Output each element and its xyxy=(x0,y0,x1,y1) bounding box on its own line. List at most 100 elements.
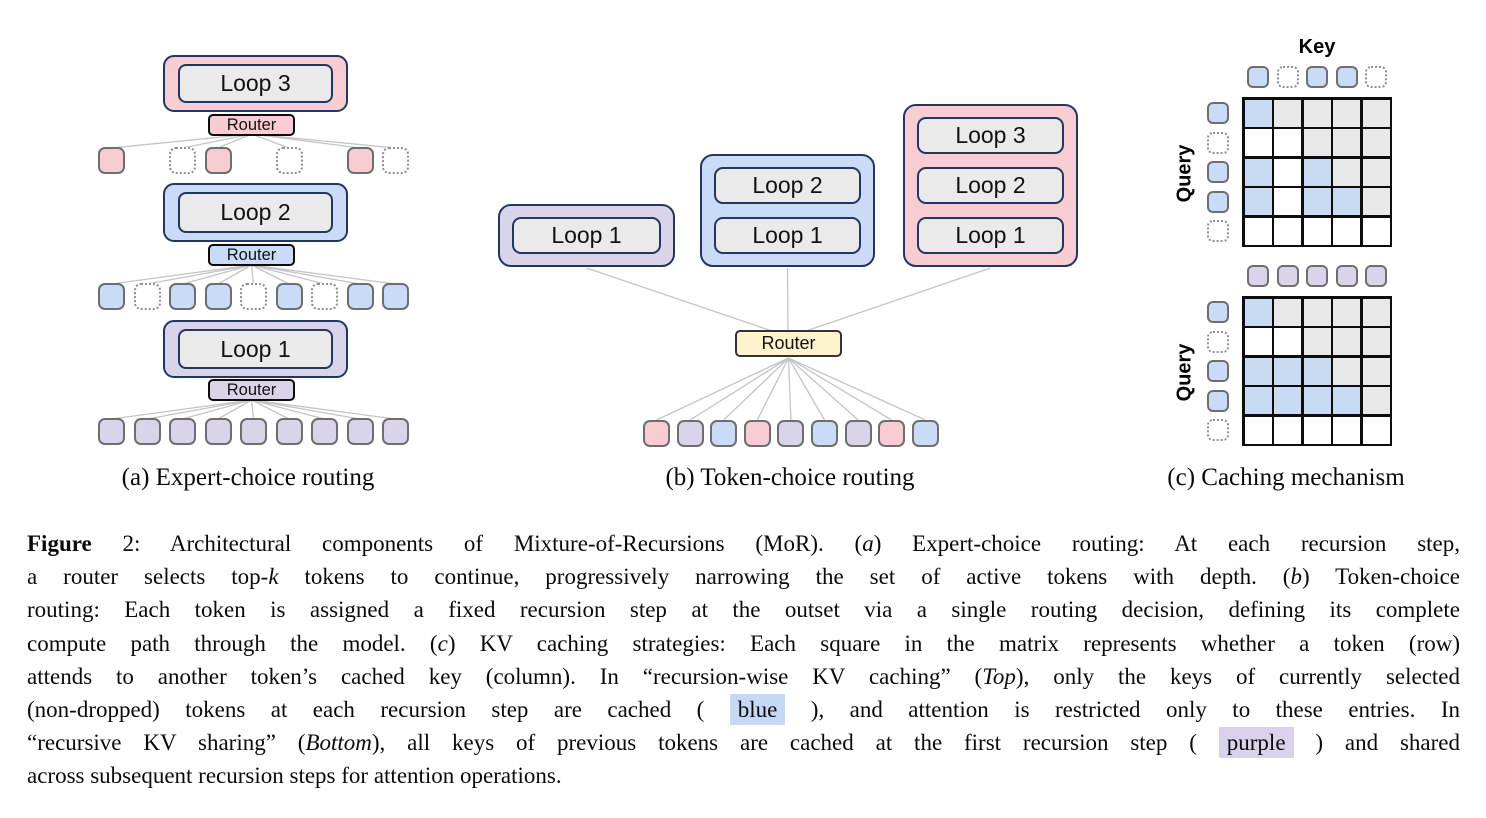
matrix-cell-gray xyxy=(1362,99,1390,127)
key-token xyxy=(1335,66,1358,88)
token-a-row1-dropped xyxy=(169,147,196,174)
matrix-cell-white xyxy=(1362,217,1390,245)
attention-matrix xyxy=(1242,97,1392,247)
token-a-row1-dropped xyxy=(382,147,409,174)
matrix-cell-blue xyxy=(1303,188,1331,215)
matrix-cell-gray xyxy=(1362,129,1390,156)
caption-line: routing: Each token is assigned a fixed … xyxy=(27,593,1460,626)
token-a-row1 xyxy=(346,147,374,174)
matrix-cell-gray xyxy=(1333,357,1360,385)
matrix-cell-blue xyxy=(1244,387,1272,414)
matrix-cell-gray xyxy=(1303,129,1331,156)
matrix-cell-blue xyxy=(1244,99,1272,127)
router-box-loop2: Router xyxy=(208,244,295,266)
matrix-cell-gray xyxy=(1362,158,1390,186)
query-axis-label-bottom: Query xyxy=(1173,343,1196,402)
token-a-row2-dropped xyxy=(133,283,161,310)
loop1-box: Loop 1 xyxy=(178,329,333,369)
caption-text: ) and shared xyxy=(1293,730,1460,756)
caption-text: c xyxy=(437,630,448,656)
loop2-box: Loop 2 xyxy=(178,192,333,233)
matrix-cell-white xyxy=(1274,416,1301,444)
caption-text: across subsequent recursion steps for at… xyxy=(27,763,562,789)
caption-text: ), and attention is restricted only to t… xyxy=(785,697,1460,723)
matrix-cell-white xyxy=(1303,416,1331,444)
matrix-cell-white xyxy=(1244,129,1272,156)
loop1-box: Loop 1 xyxy=(512,217,661,254)
loop1-box: Loop 1 xyxy=(714,217,861,254)
matrix-cell-white xyxy=(1303,217,1331,245)
loop2-box: Loop 2 xyxy=(714,167,861,204)
token-a-row3 xyxy=(311,418,338,445)
matrix-cell-gray xyxy=(1303,328,1331,355)
key-token xyxy=(1306,265,1328,287)
purple-highlight: purple xyxy=(1218,727,1294,759)
loop1-box: Loop 1 xyxy=(917,217,1064,254)
key-token xyxy=(1247,66,1269,88)
token-b xyxy=(911,420,939,447)
caption-text: a router selects top- xyxy=(27,564,269,590)
token-a-row2 xyxy=(204,283,232,310)
token-a-row2 xyxy=(275,283,303,310)
caption-line: a router selects top-k tokens to continu… xyxy=(27,560,1460,593)
token-a-row3 xyxy=(204,418,232,445)
matrix-cell-gray xyxy=(1333,158,1360,186)
matrix-cell-white xyxy=(1244,416,1272,444)
panel-a-caption: (a) Expert-choice routing xyxy=(121,464,375,491)
matrix-cell-gray xyxy=(1303,298,1331,326)
key-token xyxy=(1306,66,1328,88)
token-a-row3 xyxy=(169,418,196,445)
token-a-row3 xyxy=(382,418,409,445)
key-token xyxy=(1335,265,1358,287)
caption-text: Figure xyxy=(27,531,92,556)
caption-text: Top xyxy=(982,663,1016,689)
token-a-row3 xyxy=(275,418,303,445)
matrix-cell-gray xyxy=(1333,129,1360,156)
matrix-cell-white xyxy=(1274,328,1301,355)
caption-text: tokens to continue, progressively narrow… xyxy=(278,564,1291,590)
router-box-token-choice: Router xyxy=(735,330,842,357)
matrix-cell-gray xyxy=(1362,188,1390,215)
matrix-cell-blue xyxy=(1274,357,1301,385)
token-a-row2 xyxy=(169,283,196,310)
loop2-box: Loop 2 xyxy=(917,167,1064,204)
connector-lines xyxy=(111,133,991,421)
caption-line: “recursive KV sharing” (Bottom), all key… xyxy=(27,726,1460,759)
loop-block-1: Loop 1 xyxy=(163,320,348,378)
caption-text: routing: Each token is assigned a fixed … xyxy=(27,597,1460,623)
loop-block-2: Loop 2 xyxy=(163,183,348,242)
token-b xyxy=(710,420,738,447)
token-a-row1 xyxy=(98,147,125,174)
caption-line: attends to another token’s cached key (c… xyxy=(27,660,1460,693)
caption-text: ) KV caching strategies: Each square in … xyxy=(447,630,1461,656)
matrix-cell-gray xyxy=(1362,357,1390,385)
matrix-cell-blue xyxy=(1303,357,1331,385)
caption-text: (non-dropped) tokens at each recursion s… xyxy=(27,697,730,723)
matrix-cell-blue xyxy=(1303,387,1331,414)
panel-c-caption: (c) Caching mechanism xyxy=(1167,464,1405,491)
key-token-dropped xyxy=(1365,66,1387,88)
token-a-row3 xyxy=(133,418,161,445)
token-a-row1 xyxy=(204,147,232,174)
matrix-cell-gray xyxy=(1303,99,1331,127)
caption-text: attends to another token’s cached key (c… xyxy=(27,663,983,689)
query-axis-label-top: Query xyxy=(1173,144,1196,203)
key-token-dropped xyxy=(1276,66,1299,88)
matrix-cell-gray xyxy=(1362,328,1390,355)
matrix-cell-white xyxy=(1274,158,1301,186)
recursion-stack-3: Loop 3 Loop 2 Loop 1 xyxy=(903,104,1078,267)
caption-text: a xyxy=(862,531,874,556)
caption-text: ), all keys of previous tokens are cache… xyxy=(371,730,1219,756)
matrix-cell-gray xyxy=(1333,328,1360,355)
token-b xyxy=(743,420,771,447)
loop3-box: Loop 3 xyxy=(178,64,333,103)
query-token-dropped xyxy=(1207,419,1229,441)
token-a-row3 xyxy=(346,418,374,445)
caption-line: (non-dropped) tokens at each recursion s… xyxy=(27,693,1460,726)
router-box-loop3: Router xyxy=(208,114,295,136)
token-b xyxy=(844,420,872,447)
query-token xyxy=(1207,190,1229,213)
caption-line: across subsequent recursion steps for at… xyxy=(27,759,1460,792)
caption-text: ) Token-choice xyxy=(1301,564,1461,590)
token-a-row2 xyxy=(382,283,409,310)
